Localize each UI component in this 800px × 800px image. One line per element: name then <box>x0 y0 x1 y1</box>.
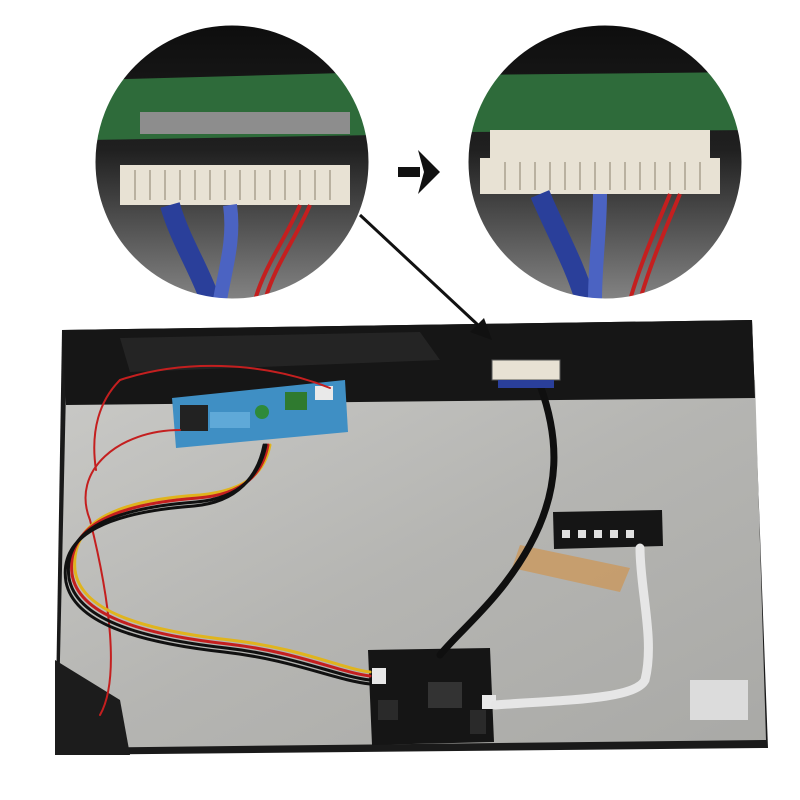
arrow-right-icon <box>398 150 440 194</box>
lvds-connector <box>491 359 561 381</box>
tape-strip <box>512 545 630 592</box>
zoom-circle-right <box>465 22 745 302</box>
cables <box>63 364 653 716</box>
pointer-arrow-icon <box>358 213 492 340</box>
panel-label-sticker <box>690 680 748 720</box>
zoom-circle-left <box>92 22 372 302</box>
inverter-board <box>172 380 348 448</box>
keypad-board <box>553 510 663 549</box>
controller-board <box>368 648 496 745</box>
